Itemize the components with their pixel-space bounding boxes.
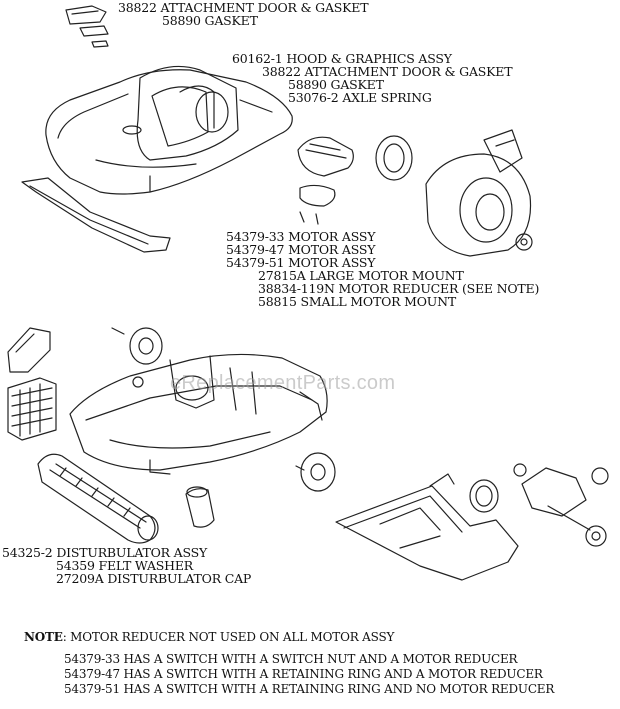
note-line-3: 54379-51 HAS A SWITCH WITH A RETAINING R… [64,682,555,696]
axle-wheels-part [513,463,609,547]
bumper-strip-part [21,177,171,253]
felt-washer-part [185,486,215,528]
watermark-text: eReplacementParts.com [170,372,396,394]
note-heading-line: NOTE: MOTOR REDUCER NOT USED ON ALL MOTO… [24,630,394,645]
label-motor-reducer: 38834-119N MOTOR REDUCER (SEE NOTE) [258,281,540,296]
label-gasket: 58890 GASKET [288,77,384,92]
base-frame-part [69,353,328,475]
label-large-motor-mount: 27815A LARGE MOTOR MOUNT [258,268,464,283]
motor-mount-parts [297,136,354,225]
rear-wheel-part [111,327,163,365]
label-gasket-top: 58890 GASKET [162,13,258,28]
label-attachment-door: 38822 ATTACHMENT DOOR & GASKET [262,64,513,79]
note-heading: NOTE [24,630,63,644]
hood-assembly-part [45,65,293,195]
label-motor-assy-33: 54379-33 MOTOR ASSY [226,229,376,244]
note-line-1: 54379-33 HAS A SWITCH WITH A SWITCH NUT … [64,652,518,666]
motor-assembly-part [375,129,533,257]
label-small-motor-mount: 58815 SMALL MOTOR MOUNT [258,294,456,309]
label-attachment-door-top: 38822 ATTACHMENT DOOR & GASKET [118,0,369,15]
filter-parts [7,327,57,441]
label-hood-graphics: 60162-1 HOOD & GRAPHICS ASSY [232,51,452,66]
note-text: : MOTOR REDUCER NOT USED ON ALL MOTOR AS… [62,630,395,644]
label-disturbulator-assy: 54325-2 DISTURBULATOR ASSY [2,545,208,560]
disturbulator-part [37,453,159,544]
label-motor-assy-51: 54379-51 MOTOR ASSY [226,255,376,270]
label-disturbulator-cap: 27209A DISTURBULATOR CAP [56,571,252,586]
label-axle-spring: 53076-2 AXLE SPRING [288,90,432,105]
note-line-2: 54379-47 HAS A SWITCH WITH A RETAINING R… [64,667,543,681]
label-motor-assy-47: 54379-47 MOTOR ASSY [226,242,376,257]
front-wheel-part [295,452,336,492]
handle-bracket-part [335,473,519,581]
label-felt-washer: 54359 FELT WASHER [56,558,193,573]
attachment-door-part [65,5,109,48]
